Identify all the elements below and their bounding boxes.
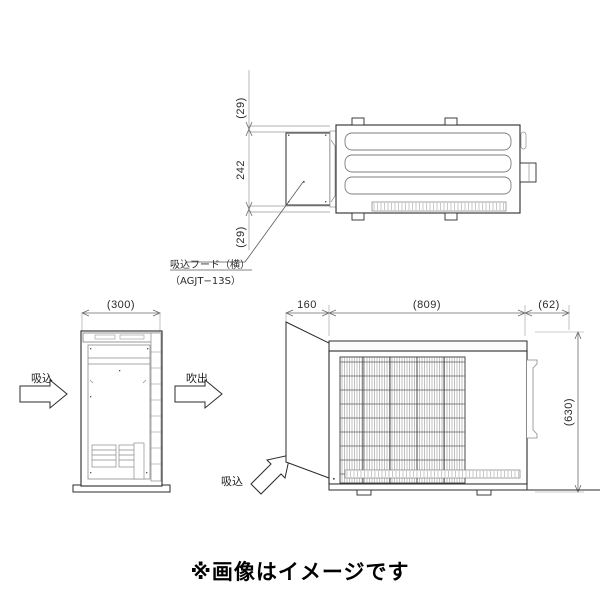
hood-depth-dimension-label: 242 bbox=[235, 160, 247, 180]
perspective-hood-width-label: 160 bbox=[297, 299, 317, 311]
bottom-gap-dimension-label: (29) bbox=[235, 226, 247, 248]
top-view-fin-strip bbox=[371, 201, 507, 212]
top-view-slot-3 bbox=[344, 176, 512, 195]
top-view-right-port bbox=[519, 131, 537, 183]
front-elevation-view: (300) bbox=[72, 299, 171, 493]
intake-diagonal-arrow-label: 吸込 bbox=[221, 475, 243, 488]
perspective-top-face bbox=[328, 340, 528, 352]
top-view-tab-bottom-right bbox=[444, 212, 458, 221]
perspective-height-dimension: (630) bbox=[535, 330, 584, 494]
top-view-hood bbox=[285, 130, 337, 208]
front-view-detail-marks bbox=[90, 348, 149, 474]
front-view-width-label: (300) bbox=[107, 299, 135, 311]
top-view-tab-top-right bbox=[444, 117, 458, 126]
perspective-base-rail bbox=[328, 483, 600, 496]
callout-label-line1: 吸込フード（横） bbox=[170, 258, 250, 271]
top-view-body bbox=[335, 117, 537, 221]
perspective-height-label: (630) bbox=[563, 398, 575, 426]
front-view-width-dimension: (300) bbox=[80, 299, 162, 336]
front-view-louvers bbox=[91, 442, 145, 480]
discharge-arrow-group: 吹出 bbox=[174, 371, 223, 410]
top-view-callout-leader bbox=[170, 181, 304, 271]
discharge-arrow-icon bbox=[174, 378, 223, 410]
perspective-hood bbox=[285, 321, 330, 479]
perspective-foot-right bbox=[476, 489, 492, 496]
airflow-arrows: 吸込 吹出 吸込 bbox=[19, 371, 291, 495]
top-view-witness-lines bbox=[248, 70, 330, 250]
perspective-grille-panel bbox=[339, 356, 466, 484]
top-view-tab-top-left bbox=[351, 117, 365, 126]
perspective-side-width-label: (62) bbox=[538, 299, 560, 311]
intake-left-arrow-label: 吸込 bbox=[31, 372, 53, 385]
intake-left-arrow-icon bbox=[19, 378, 68, 410]
perspective-detail-mark bbox=[333, 478, 335, 480]
intake-diagonal-arrow-icon bbox=[250, 454, 291, 495]
intake-diagonal-arrow-group: 吸込 bbox=[221, 454, 291, 495]
top-gap-dimension-label: (29) bbox=[235, 97, 247, 119]
perspective-view: 160 (809) (62) (630) bbox=[284, 299, 600, 496]
top-view: (29) 242 (29) bbox=[170, 70, 537, 287]
perspective-body-width-label: (809) bbox=[413, 299, 441, 311]
perspective-width-dimensions: 160 (809) (62) bbox=[284, 299, 571, 336]
callout-label-line2: （AGJT−13S） bbox=[170, 275, 241, 287]
image-disclaimer-caption: ※画像はイメージです bbox=[190, 560, 410, 584]
top-view-dim-ticks bbox=[245, 121, 253, 217]
perspective-side-panel bbox=[527, 359, 538, 439]
top-view-tab-bottom-left bbox=[351, 212, 365, 221]
perspective-foot-left bbox=[356, 489, 372, 496]
front-view-side-fins bbox=[150, 332, 162, 482]
discharge-arrow-label: 吹出 bbox=[186, 371, 208, 385]
intake-left-arrow-group: 吸込 bbox=[19, 372, 68, 410]
top-view-slot-2 bbox=[344, 154, 512, 173]
top-view-slot-1 bbox=[344, 132, 512, 151]
perspective-bottom-fins bbox=[344, 469, 521, 479]
